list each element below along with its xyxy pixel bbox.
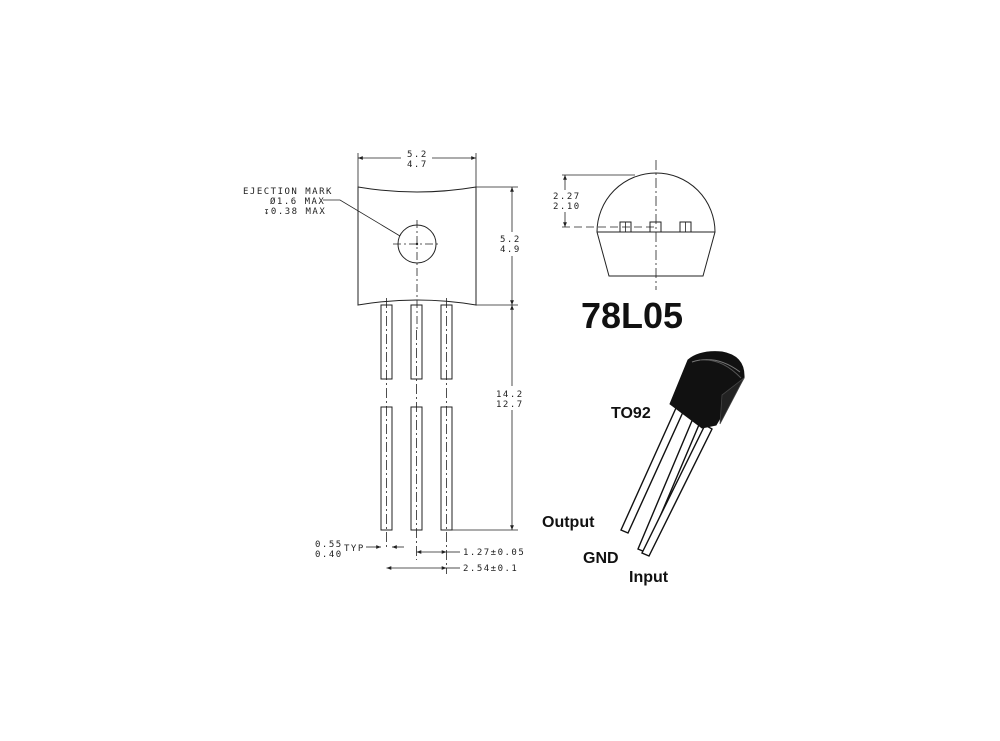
ejection-mark-label: EJECTION MARK — [243, 187, 333, 197]
lead-length-max: 14.2 — [496, 390, 524, 400]
width-dim-min: 4.7 — [407, 160, 428, 170]
pin-label-output: Output — [542, 514, 595, 531]
lead-length-min: 12.7 — [496, 400, 524, 410]
width-dim-max: 5.2 — [407, 150, 428, 160]
lead-width-max: 0.55 — [315, 540, 343, 550]
height-dim-min: 4.9 — [500, 245, 521, 255]
bottom-height-max: 2.27 — [553, 192, 581, 202]
to92-3d-pinout: TO92 Output GND Input — [542, 351, 745, 586]
bottom-view: 2.27 2.10 — [553, 160, 716, 290]
lead-width-suffix: TYP — [344, 544, 365, 554]
leads — [380, 298, 453, 574]
pitch-dim: 1.27±0.05 — [463, 548, 525, 558]
ejection-mark-depth: ↧0.38 MAX — [264, 207, 326, 217]
span-dim: 2.54±0.1 — [463, 564, 518, 574]
pin-label-input: Input — [629, 569, 669, 586]
lead-width-min: 0.40 — [315, 550, 343, 560]
pin-label-gnd: GND — [583, 550, 619, 567]
part-number-title: 78L05 — [581, 295, 683, 336]
front-view: 5.2 4.7 EJECTION MARK Ø1.6 MAX ↧0.38 MAX… — [243, 150, 525, 574]
bottom-height-min: 2.10 — [553, 202, 581, 212]
height-dim-max: 5.2 — [500, 235, 521, 245]
package-label: TO92 — [611, 405, 651, 422]
ejection-mark-diameter: Ø1.6 MAX — [270, 196, 325, 207]
